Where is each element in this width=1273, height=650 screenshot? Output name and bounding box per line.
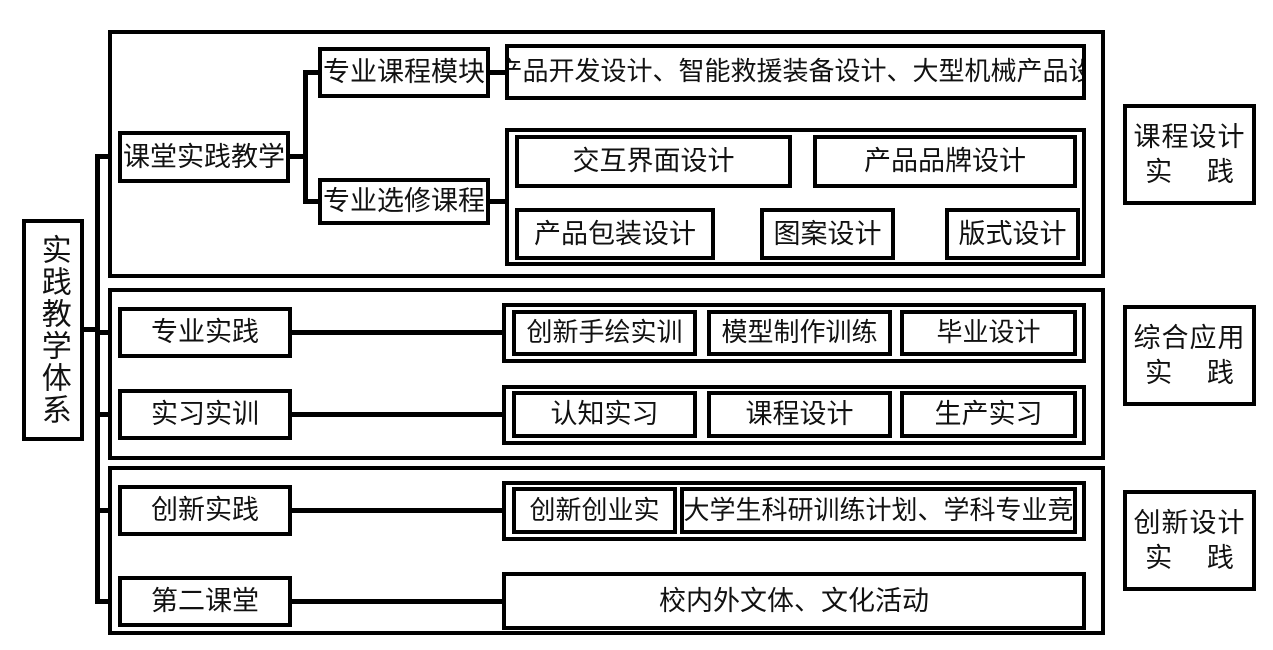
node-innovation-practice: 创新实践 [118,485,292,536]
right-label-line2: 实 践 [1145,156,1248,187]
elective-item-pattern-design: 图案设计 [760,208,895,260]
trunk-stub-classroom [95,154,120,159]
item-cognitive-internship: 认知实习 [512,391,697,438]
node-classroom-practice-teaching: 课堂实践教学 [118,131,290,183]
connector-second-classroom-to-items [291,599,506,604]
trunk-stub-internship [95,412,120,417]
right-label-line1: 综合应用 [1133,323,1246,354]
right-label-line2: 实 践 [1145,542,1248,573]
classroom-bracket-arm-bottom [303,199,323,204]
root-node-practice-teaching-system: 实践教学体系 [22,219,84,441]
item-graduation-design: 毕业设计 [900,310,1077,356]
right-label-line2: 实 践 [1145,357,1248,388]
main-trunk-connector [95,156,100,604]
right-label-line1: 创新设计 [1133,508,1246,539]
item-innovation-entrepreneurship: 创新创业实 [512,487,677,534]
node-second-classroom: 第二课堂 [118,576,292,627]
item-model-making-training: 模型制作训练 [707,310,892,356]
item-student-research-training: 大学生科研训练计划、学科专业竞 [680,487,1077,534]
elective-item-interaction-ui-design: 交互界面设计 [515,135,792,188]
item-production-internship: 生产实习 [900,391,1077,438]
classroom-bracket-vertical [303,70,308,204]
item-creative-sketch-training: 创新手绘实训 [512,310,697,356]
elective-item-product-package-design: 产品包装设计 [515,208,715,260]
classroom-bracket-arm-top [303,70,323,75]
right-label-course-design-practice: 课程设计 实 践 [1123,104,1256,205]
classroom-bracket-horizontal-stem [289,154,308,159]
node-major-practice: 专业实践 [118,307,292,358]
root-stub-connector [84,327,100,332]
node-internship-training: 实习实训 [118,389,292,440]
item-campus-culture-activities: 校内外文体、文化活动 [502,572,1086,630]
elective-item-layout-design: 版式设计 [945,208,1080,260]
item-course-design: 课程设计 [707,391,892,438]
trunk-stub-second-classroom [95,599,120,604]
connector-module-to-content [489,70,508,75]
connector-major-practice-to-items [291,330,506,335]
trunk-stub-innovation-practice [95,508,120,513]
connector-elective-to-content [489,199,508,204]
right-label-comprehensive-application-practice: 综合应用 实 践 [1123,305,1256,406]
connector-innovation-to-items [291,508,506,513]
elective-item-product-brand-design: 产品品牌设计 [813,135,1077,188]
right-label-line1: 课程设计 [1133,122,1246,153]
right-label-innovation-design-practice: 创新设计 实 践 [1123,490,1256,591]
node-major-course-module: 专业课程模块 [318,47,490,98]
content-major-course-module-list: 产品开发设计、智能救援装备设计、大型机械产品设 [505,44,1086,100]
trunk-stub-major-practice [95,330,120,335]
node-major-elective-course: 专业选修课程 [318,178,490,225]
connector-internship-to-items [291,412,506,417]
